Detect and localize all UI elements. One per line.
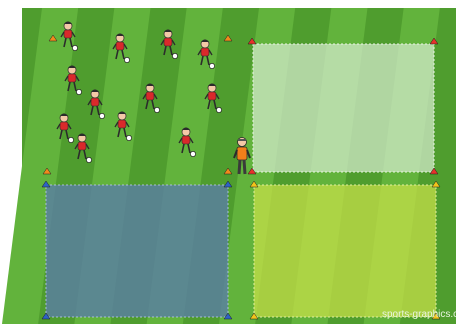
ball-icon [154, 107, 159, 112]
ball-icon [76, 89, 81, 94]
zone-top-right [253, 44, 434, 172]
ball-icon [126, 135, 131, 140]
ball-icon [72, 45, 77, 50]
zone-bottom-left [46, 185, 228, 317]
ball-icon [68, 137, 73, 142]
ball-icon [172, 53, 177, 58]
ball-icon [190, 151, 195, 156]
ball-icon [99, 113, 104, 118]
ball-icon [124, 57, 129, 62]
ball-icon [209, 63, 214, 68]
zone-bottom-right [254, 185, 436, 317]
ball-icon [86, 157, 91, 162]
watermark-text: sports-graphics.com [382, 308, 456, 322]
ball-icon [216, 107, 221, 112]
